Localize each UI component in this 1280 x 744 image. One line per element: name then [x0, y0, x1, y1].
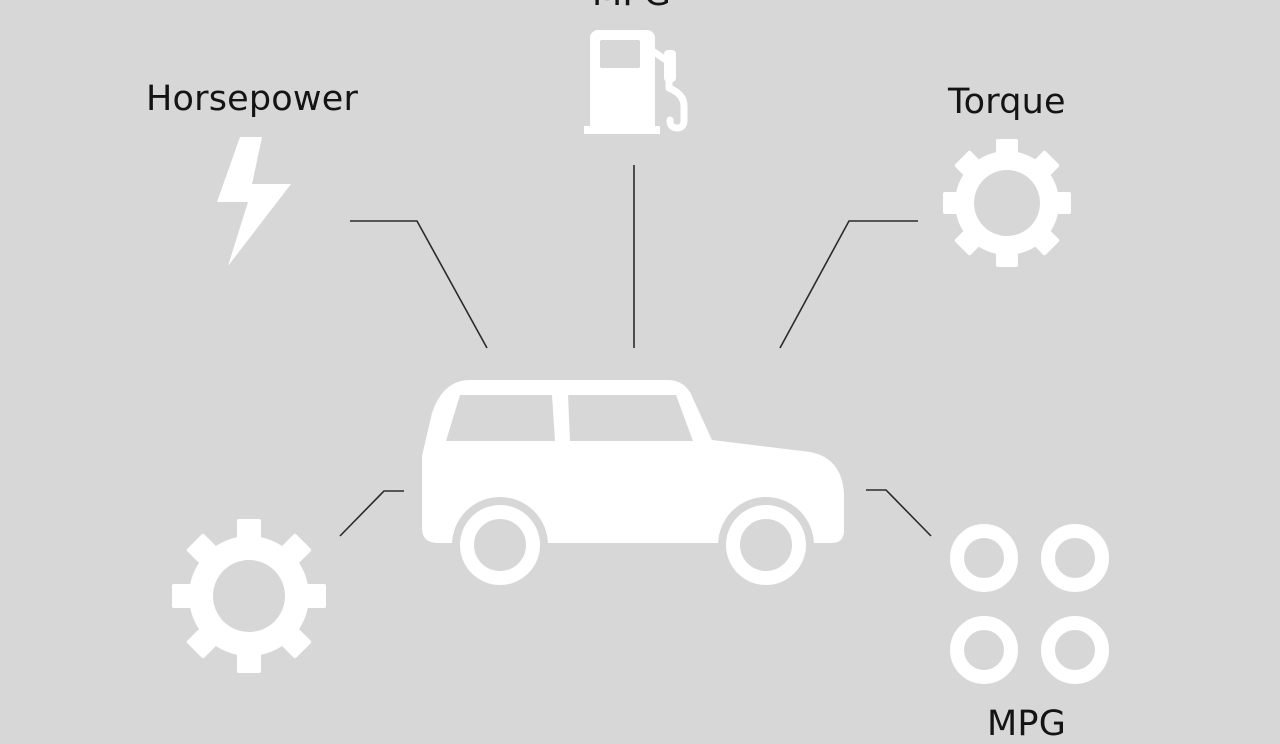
connector-lines: [339, 165, 932, 537]
connector-gear-bottom-left: [339, 490, 404, 537]
label-mpg-bottom: MPG: [987, 704, 1067, 744]
car-icon: [422, 380, 844, 593]
fuel-pump-icon: [584, 30, 688, 134]
label-mpg-top: MPG: [592, 0, 671, 14]
four-rings-icon: [950, 524, 1109, 684]
label-torque: Torque: [948, 82, 1066, 122]
gear-icon-bottom-left: [172, 519, 326, 673]
gear-icon: [943, 139, 1071, 267]
connector-horsepower: [350, 220, 488, 349]
diagram-canvas: [172, 30, 1109, 684]
connector-torque: [779, 220, 918, 349]
lightning-bolt-icon: [217, 137, 291, 266]
connector-wheels-bottom-right: [866, 489, 932, 537]
label-horsepower: Horsepower: [146, 79, 359, 119]
